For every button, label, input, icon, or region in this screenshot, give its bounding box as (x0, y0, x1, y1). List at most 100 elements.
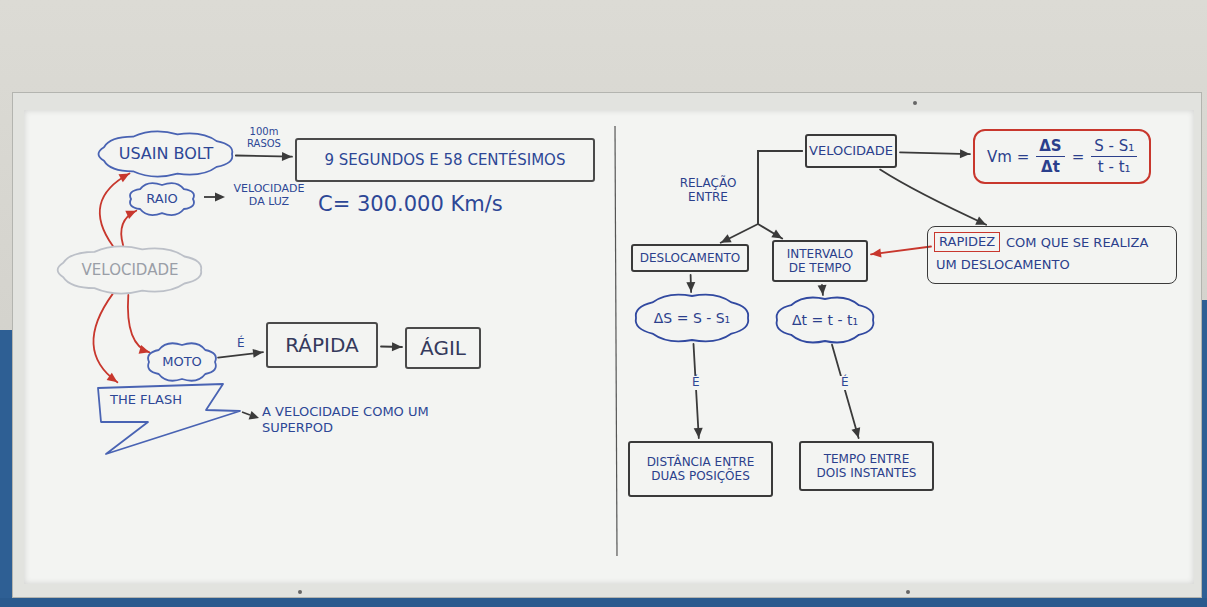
node-text: VELOCIDADE (809, 143, 893, 159)
board-dot (913, 101, 917, 105)
connector (880, 170, 986, 225)
text-box: RÁPIDA (266, 322, 378, 368)
cloud-text: MOTO (162, 354, 202, 370)
arrow-head (686, 282, 695, 292)
cloud-text: ΔS = S - S₁ (654, 310, 730, 327)
fraction-numerator: S - S₁ (1091, 137, 1137, 157)
connector (128, 295, 150, 354)
connector (721, 151, 802, 243)
arrow-head (249, 411, 259, 420)
text-box: 9 SEGUNDOS E 58 CENTÉSIMOS (295, 138, 595, 182)
lightning-outline-path (98, 384, 240, 454)
node-text: TEMPO ENTRE DOIS INSTANTES (809, 452, 924, 481)
formula-box: Vm = ΔSΔt = S - S₁t - t₁ (973, 129, 1151, 184)
wall-blue-right (1202, 300, 1207, 607)
thought-cloud: MOTO (145, 341, 219, 383)
thought-cloud: VELOCIDADE (55, 245, 205, 295)
divider-line (615, 126, 617, 556)
keyword-text: RAPIDEZ (939, 234, 995, 250)
wall-blue-bottom (0, 598, 1207, 607)
cloud-outline-path (58, 246, 202, 293)
arrow-head (139, 345, 150, 354)
board-surface (24, 110, 1194, 584)
arrow-head (852, 427, 861, 438)
text-box: DESLOCAMENTO (631, 244, 749, 272)
node-text: USAIN BOLT (119, 144, 214, 163)
keyword-box: RAPIDEZ (934, 232, 1000, 252)
connector (381, 342, 402, 351)
thought-cloud: Δt = t - t₁ (773, 295, 877, 345)
cloud-outline-path (636, 295, 748, 342)
connector-line (128, 295, 150, 352)
connector (236, 152, 292, 161)
cloud-outline-path (777, 297, 874, 342)
arrow-head (975, 217, 986, 225)
connector-line (121, 211, 136, 246)
cloud-text: Δt = t - t₁ (792, 312, 858, 329)
fraction-denominator: t - t₁ (1095, 157, 1134, 176)
arrow-head (871, 249, 882, 258)
connector (818, 285, 827, 295)
arrow-head (694, 428, 703, 438)
node-text: VELOCIDADE (82, 261, 179, 279)
connector (686, 275, 695, 292)
cloud-outline-path (130, 183, 194, 215)
node-text: DESLOCAMENTO (640, 251, 740, 265)
free-label: RELAÇÃO ENTRE (666, 176, 750, 205)
wall-blue-left (0, 330, 12, 607)
cloud-outline-path (99, 131, 233, 176)
board-dot (298, 590, 302, 594)
fraction-denominator: Δt (1038, 157, 1063, 176)
connector-label: 100m RASOS (241, 126, 287, 149)
free-label: VELOCIDADE DA LUZ (228, 182, 310, 208)
connector-label: É (235, 337, 247, 351)
connector-line (721, 151, 802, 243)
connector (758, 151, 802, 239)
arrow-head (818, 285, 827, 295)
leader-arrow (204, 196, 216, 198)
thought-cloud: USAIN BOLT (96, 130, 236, 178)
free-label: A VELOCIDADE COMO UM SUPERPOD (262, 404, 440, 435)
fraction: ΔSΔt (1036, 137, 1064, 176)
arrow-head (125, 211, 136, 219)
text-box: TEMPO ENTRE DOIS INSTANTES (799, 441, 934, 491)
free-label: C= 300.000 Km/s (318, 192, 503, 217)
node-text: 9 SEGUNDOS E 58 CENTÉSIMOS (325, 151, 566, 169)
connector (100, 174, 130, 247)
connector-label: É (690, 376, 702, 390)
connector-line (758, 151, 802, 239)
connector (900, 149, 970, 158)
connector-line (880, 170, 986, 225)
arrow-head (721, 234, 732, 243)
node-text: INTERVALO DE TEMPO (782, 247, 858, 276)
cloud-text: VELOCIDADE (82, 261, 179, 279)
node-text: ÁGIL (420, 336, 466, 360)
formula-text: = (1072, 148, 1085, 166)
fraction-numerator: ΔS (1036, 137, 1064, 157)
arrow-head (771, 230, 782, 239)
node-text: RAIO (146, 191, 177, 207)
cloud-text: USAIN BOLT (119, 144, 214, 163)
fraction: S - S₁t - t₁ (1091, 137, 1137, 176)
arrow-head (282, 152, 292, 161)
leader-arrow (242, 412, 250, 415)
cloud-outline-path (148, 343, 216, 381)
node-text: Δt = t - t₁ (792, 312, 858, 329)
arrow-head (119, 174, 130, 183)
formula-text: Vm = (987, 148, 1029, 166)
lightning-shape: THE FLASH (98, 384, 240, 454)
arrow-head (107, 373, 118, 383)
text-box: DISTÂNCIA ENTRE DUAS POSIÇÕES (628, 441, 773, 497)
thought-cloud: ΔS = S - S₁ (632, 292, 752, 344)
thought-cloud: RAIO (127, 181, 197, 217)
arrow-head (253, 349, 263, 358)
node-text: THE FLASH (110, 392, 240, 408)
connector (694, 344, 703, 438)
connector-line (694, 344, 699, 438)
node-text: ΔS = S - S₁ (654, 310, 730, 327)
connector-line (100, 174, 130, 247)
cloud-text: RAIO (146, 191, 177, 207)
